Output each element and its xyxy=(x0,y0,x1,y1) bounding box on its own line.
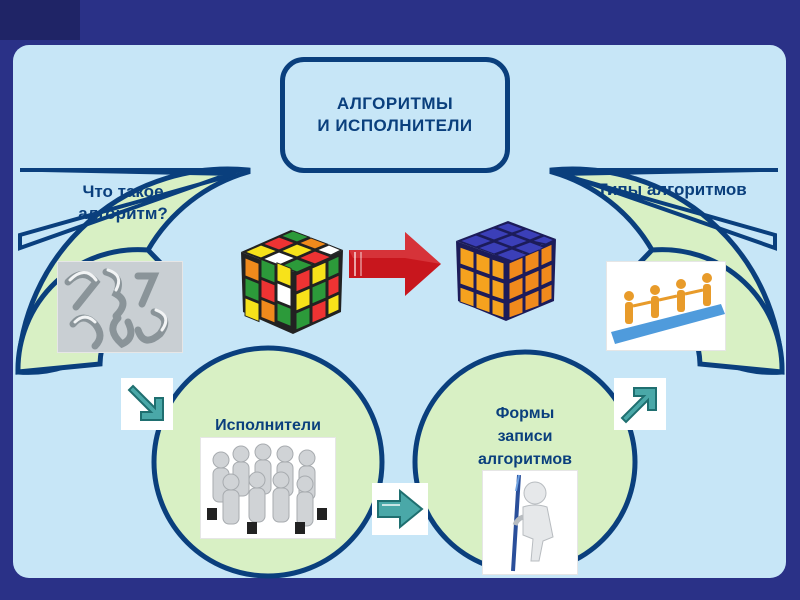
algorithm-types-label: Типы алгоритмов xyxy=(597,180,747,199)
executors-drawing xyxy=(201,438,335,538)
writer-figure-image xyxy=(482,470,578,575)
title-line-2: И ИСПОЛНИТЕЛИ xyxy=(317,116,473,135)
scrambled-cube-image xyxy=(241,230,343,334)
arrow-right-icon xyxy=(372,483,428,535)
what-is-algorithm-line-1: Что такое xyxy=(82,182,164,201)
what-is-algorithm-label: Что такое алгоритм? xyxy=(58,181,188,225)
numbers-image xyxy=(57,261,183,353)
writer-drawing xyxy=(483,471,577,574)
solved-cube-image xyxy=(456,221,556,321)
teamwork-puzzle-image xyxy=(606,261,726,351)
title-line-1: АЛГОРИТМЫ xyxy=(336,94,454,113)
executors-group-image xyxy=(200,437,336,539)
executors-label: Исполнители xyxy=(215,417,321,434)
right-callout-lines xyxy=(551,168,778,251)
forms-line-1: Формы xyxy=(495,405,555,422)
corner-block xyxy=(0,0,80,40)
forms-label: Формы записи алгоритмов xyxy=(462,402,588,471)
what-is-algorithm-line-2: алгоритм? xyxy=(78,204,168,223)
numbers-drawing xyxy=(58,262,182,352)
left-callout-lines xyxy=(18,168,241,251)
teamwork-drawing xyxy=(607,262,725,350)
forms-line-3: алгоритмов xyxy=(478,451,572,468)
arrow-up-right-icon xyxy=(614,378,666,430)
arrow-down-right-icon xyxy=(121,378,173,430)
title-box: АЛГОРИТМЫ И ИСПОЛНИТЕЛИ xyxy=(280,57,510,173)
forms-line-2: записи xyxy=(497,428,553,445)
big-red-arrow-icon xyxy=(349,232,441,296)
